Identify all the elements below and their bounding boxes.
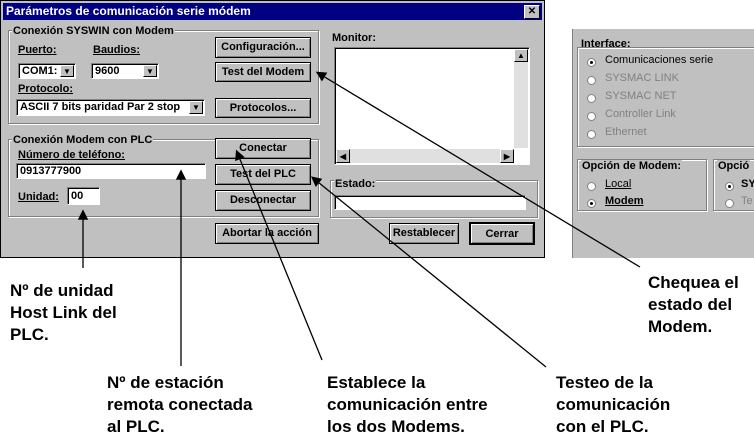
monitor-vscroll-track[interactable]	[514, 62, 528, 148]
restablecer-button[interactable]: Restablecer	[389, 223, 459, 244]
callout-unidad-line-1: Nº de unidad	[10, 281, 114, 300]
radio-sysmac-link[interactable]	[587, 76, 596, 85]
close-icon[interactable]: ✕	[524, 5, 540, 19]
radio-modem[interactable]	[587, 199, 596, 208]
modem-option-group	[577, 159, 707, 211]
modem-params-dialog: Parámetros de comunicación serie módem ✕…	[0, 0, 545, 258]
monitor-vscroll-up-icon[interactable]: ▲	[514, 49, 528, 62]
callout-establece-line-3: los dos Modems.	[327, 417, 465, 436]
monitor-hscroll-right-icon[interactable]: ▶	[500, 149, 514, 163]
protocolos-button[interactable]: Protocolos...	[215, 98, 311, 118]
radio-local[interactable]	[587, 182, 596, 191]
test-modem-button[interactable]: Test del Modem	[215, 62, 311, 82]
protocolo-value: ASCII 7 bits paridad Par 2 stop	[20, 101, 181, 113]
callout-establece: Establece la comunicación entre los dos …	[327, 372, 488, 438]
interface-option-0: Comunicaciones serie	[605, 54, 714, 66]
estado-field	[334, 195, 526, 210]
protocolo-label: Protocolo:	[18, 83, 73, 95]
protocolo-combo[interactable]: ASCII 7 bits paridad Par 2 stop ▼	[16, 99, 205, 116]
plc-group-title: Conexión Modem con PLC	[12, 134, 154, 146]
telefono-field[interactable]: 0913777900	[16, 163, 206, 179]
callout-unidad: Nº de unidad Host Link del PLC.	[10, 280, 117, 346]
dialog-titlebar: Parámetros de comunicación serie módem ✕	[3, 3, 542, 20]
arrow-establece	[235, 149, 323, 361]
callout-establece-line-2: comunicación entre	[327, 395, 488, 414]
callout-chequea-line-2: estado del	[648, 295, 733, 314]
side-panel: Interface: Comunicaciones serie SYSMAC L…	[572, 29, 754, 258]
test-plc-button[interactable]: Test del PLC	[215, 164, 311, 185]
other-option-label: Opció	[717, 160, 751, 172]
baudios-value: 9600	[95, 65, 120, 77]
dialog-title: Parámetros de comunicación serie módem	[6, 4, 251, 18]
modem-option-label: Opción de Modem:	[581, 160, 682, 172]
arrow-testeo	[310, 176, 547, 368]
radio-other-1[interactable]	[725, 199, 734, 208]
baudios-label: Baudios:	[93, 44, 141, 56]
estado-label: Estado:	[334, 178, 377, 190]
radio-ethernet[interactable]	[587, 130, 596, 139]
callout-unidad-line-3: PLC.	[10, 325, 49, 344]
callout-chequea: Chequea el estado del Modem.	[648, 272, 739, 338]
callout-estacion-line-2: remota conectada	[107, 395, 253, 414]
callout-testeo-line-2: comunicación	[556, 395, 671, 414]
radio-controller-link[interactable]	[587, 112, 596, 121]
estado-group	[330, 180, 538, 218]
callout-testeo: Testeo de la comunicación con el PLC.	[556, 372, 670, 438]
puerto-value: COM1:	[22, 65, 58, 77]
other-option-group	[713, 159, 754, 211]
radio-comunicaciones-serie[interactable]	[587, 58, 596, 67]
radio-other-0[interactable]	[725, 182, 734, 191]
callout-chequea-line-3: Modem.	[648, 317, 713, 336]
callout-testeo-line-3: con el PLC.	[556, 417, 649, 436]
callout-estacion-line-3: al PLC.	[107, 417, 165, 436]
interface-option-2: SYSMAC NET	[605, 90, 677, 102]
baudios-combo[interactable]: 9600 ▼	[91, 63, 159, 79]
puerto-chevron-down-icon[interactable]: ▼	[60, 65, 74, 77]
modem-option-0: Local	[605, 178, 632, 190]
interface-option-1: SYSMAC LINK	[605, 72, 679, 84]
configuracion-button[interactable]: Configuración...	[215, 37, 311, 58]
puerto-label: Puerto:	[18, 44, 57, 56]
callout-unidad-line-2: Host Link del	[10, 303, 117, 322]
radio-sysmac-net[interactable]	[587, 94, 596, 103]
monitor-textarea[interactable]: ▲ ◀ ▶	[334, 47, 530, 165]
monitor-hscroll-left-icon[interactable]: ◀	[336, 149, 350, 163]
interface-option-4: Ethernet	[605, 126, 647, 138]
interface-group	[577, 47, 754, 147]
desconectar-button[interactable]: Desconectar	[215, 190, 311, 211]
cerrar-button[interactable]: Cerrar	[469, 222, 535, 245]
callout-chequea-line-1: Chequea el	[648, 273, 739, 292]
callout-testeo-line-1: Testeo de la	[556, 373, 653, 392]
other-option-1: Te	[741, 195, 753, 207]
other-option-0: SY	[741, 178, 754, 190]
puerto-combo[interactable]: COM1: ▼	[18, 63, 76, 79]
modem-option-1: Modem	[605, 195, 644, 207]
protocolo-chevron-down-icon[interactable]: ▼	[189, 101, 203, 114]
syswin-group-title: Conexión SYSWIN con Modem	[12, 25, 175, 37]
callout-estacion-line-1: Nº de estación	[107, 373, 224, 392]
telefono-label: Número de teléfono:	[18, 149, 125, 161]
arrow-chequea	[315, 71, 641, 268]
baudios-chevron-down-icon[interactable]: ▼	[143, 65, 157, 77]
callout-estacion: Nº de estación remota conectada al PLC.	[107, 372, 253, 438]
interface-option-3: Controller Link	[605, 108, 676, 120]
callout-establece-line-1: Establece la	[327, 373, 426, 392]
unidad-label: Unidad:	[18, 191, 59, 203]
unidad-field[interactable]: 00	[67, 187, 100, 205]
abortar-button[interactable]: Abortar la acción	[215, 223, 319, 244]
monitor-label: Monitor:	[332, 32, 376, 44]
